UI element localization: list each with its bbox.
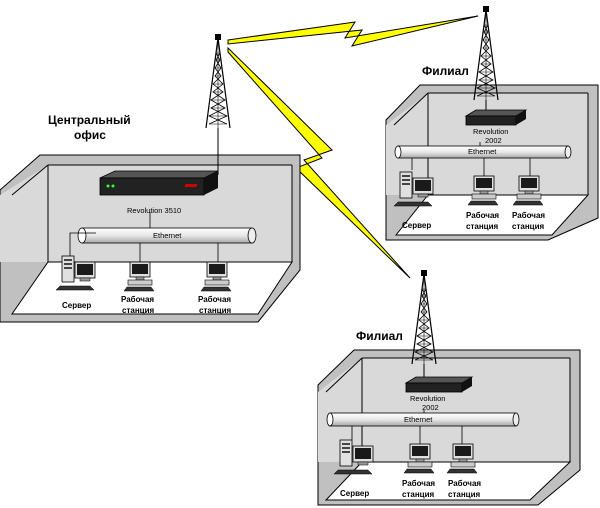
branch2-router-label-1: Revolution: [410, 394, 445, 403]
branch2-ws2-label-2: станция: [448, 490, 480, 499]
branch1-ethernet-label: Ethernet: [468, 147, 497, 156]
branch2-ws1-label-1: Рабочая: [402, 479, 435, 488]
branch2-office: [317, 349, 581, 506]
branch2-ethernet-label: Ethernet: [404, 415, 433, 424]
branch1-ethernet-bus: [394, 145, 572, 159]
branch2-router: [404, 376, 474, 393]
branch1-router-label-2: 2002: [485, 136, 502, 145]
branch2-ethernet-bus: [326, 412, 520, 427]
central-ws1-label-1: Рабочая: [121, 295, 154, 304]
branch2-router-label-2: 2002: [422, 403, 439, 412]
branch1-ws1-label-2: станция: [466, 222, 498, 231]
branch1-ws2-label-1: Рабочая: [512, 211, 545, 220]
central-office-title-1: Центральный: [48, 113, 131, 127]
branch1-ws1-label-1: Рабочая: [466, 211, 499, 220]
branch1-ws2-label-2: станция: [512, 222, 544, 231]
central-ethernet-label: Ethernet: [153, 231, 182, 240]
central-server-label: Сервер: [62, 301, 91, 310]
branch2-ws1-label-2: станция: [402, 490, 434, 499]
branch1-router-label-1: Revolution: [473, 127, 508, 136]
branch2-server-label: Сервер: [340, 489, 369, 498]
branch1-office: [385, 84, 599, 241]
central-ws2-label-1: Рабочая: [198, 295, 231, 304]
branch2-title: Филиал: [356, 329, 403, 343]
branch1-server-label: Сервер: [402, 221, 431, 230]
branch1-router: [464, 109, 528, 126]
central-ethernet-bus: [77, 227, 257, 244]
central-router: [99, 170, 219, 196]
central-ws2-label-2: станция: [199, 306, 231, 315]
branch2-ws2-label-1: Рабочая: [448, 479, 481, 488]
central-ws1-label-2: станция: [122, 306, 154, 315]
branch1-title: Филиал: [422, 64, 469, 78]
central-antenna-tower: [205, 33, 231, 129]
central-office-title-2: офис: [74, 128, 106, 142]
radio-link-lightning-2: [227, 46, 411, 279]
central-router-label: Revolution 3510: [127, 206, 181, 215]
radio-link-lightning-1: [227, 15, 479, 47]
